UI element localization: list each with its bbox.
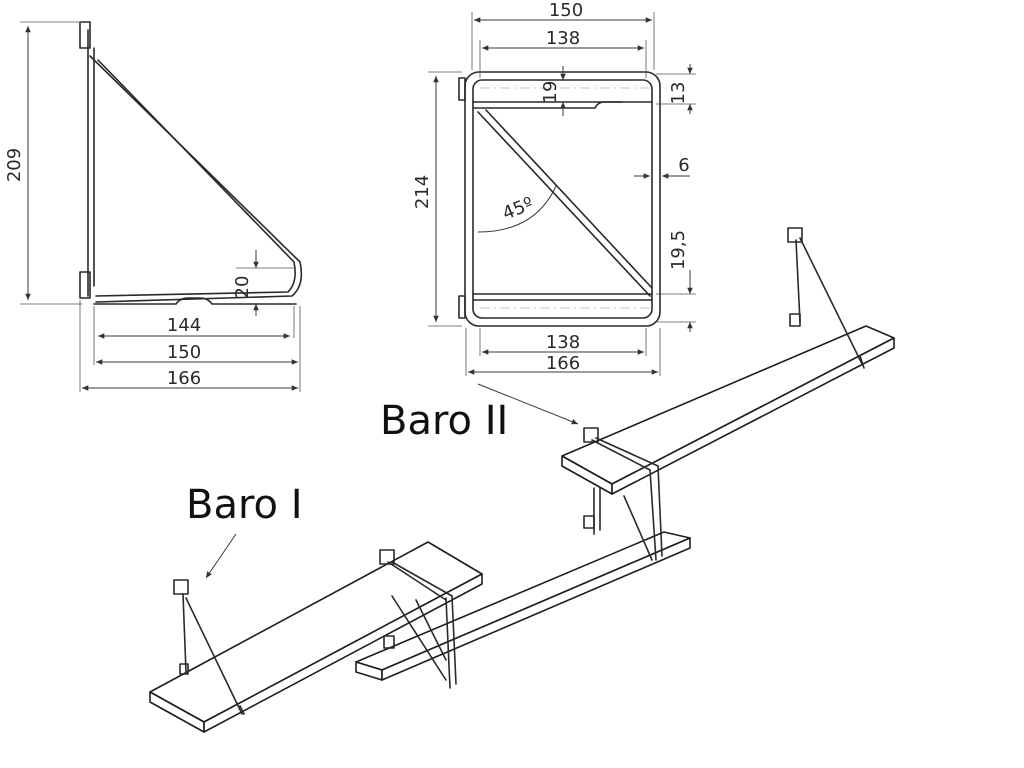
shelf-right-upper [561, 325, 895, 485]
dim-150: 150 [167, 342, 201, 363]
dim-20: 20 [232, 276, 253, 299]
front-dim-6: 6 [678, 155, 689, 176]
bracket-middle [379, 549, 457, 689]
leader-baro-1 [205, 533, 237, 579]
label-baro-2: Baro II [380, 398, 508, 444]
front-view-frame [458, 71, 661, 327]
side-view-dimensions: 209 20 144 150 166 [4, 21, 301, 392]
bracket-right [787, 227, 865, 369]
dim-144: 144 [167, 315, 201, 336]
front-dim-angle: 45º [499, 193, 536, 224]
front-dim-19-5: 19,5 [668, 230, 689, 270]
bracket-baro-2 [583, 427, 663, 561]
front-dim-214: 214 [412, 175, 433, 209]
front-dim-19: 19 [540, 81, 561, 104]
label-baro-1: Baro I [186, 482, 303, 528]
front-dim-13: 13 [668, 82, 689, 105]
leader-baro-2 [477, 383, 579, 425]
dim-209: 209 [4, 148, 25, 182]
bracket-baro-1 [173, 579, 245, 715]
isometric-shelves [149, 227, 895, 733]
front-view-dimensions: 150 138 19 13 214 6 45º 19,5 [412, 0, 696, 376]
side-view-bracket [79, 21, 303, 305]
front-dim-150: 150 [549, 0, 583, 21]
front-dim-138-bottom: 138 [546, 332, 580, 353]
front-dim-138-top: 138 [546, 28, 580, 49]
dim-166: 166 [167, 368, 201, 389]
front-dim-166: 166 [546, 353, 580, 374]
